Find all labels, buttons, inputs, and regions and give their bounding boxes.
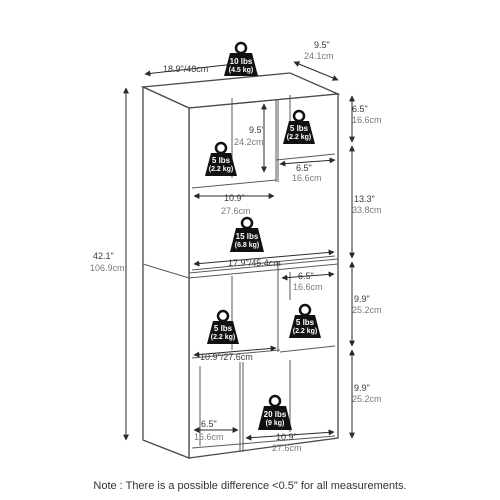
weight-upper-left-kg: (2.2 kg) <box>209 166 234 173</box>
left-width-in-label: 10.9" <box>224 193 245 203</box>
depth-in-label: 9.5" <box>314 40 330 50</box>
weight-lower-right-kg: (2.2 kg) <box>293 328 318 335</box>
lower-right-w-in-label: 6.5" <box>298 271 314 281</box>
lower-height-in-label: 9.9" <box>354 294 370 304</box>
inner-height-cm-label: 24.2cm <box>234 137 264 147</box>
right-top-w-cm-label: 16.6cm <box>292 173 322 183</box>
weight-bottom-lbs: 20 lbs <box>264 410 287 419</box>
weight-middle-kg: (6.8 kg) <box>235 242 260 249</box>
right-top-w-in-label: 6.5" <box>296 163 312 173</box>
mid-height-in-label: 13.3" <box>354 194 375 204</box>
weight-lower-right-lbs: 5 lbs <box>296 318 315 327</box>
height-in-label: 42.1" <box>93 251 114 261</box>
mid-height-cm-label: 33.8cm <box>352 205 382 215</box>
lower-left-w-label: 10.9"/27.6cm <box>200 352 253 362</box>
weight-bottom-kg: (9 kg) <box>266 420 285 427</box>
lower-height-cm-label: 25.2cm <box>352 305 382 315</box>
weight-middle-lbs: 15 lbs <box>236 232 259 241</box>
depth-cm-label: 24.1cm <box>304 51 334 61</box>
dimension-lines <box>123 60 355 441</box>
weight-lower-left-lbs: 5 lbs <box>214 324 233 333</box>
lower-right-w-cm-label: 16.6cm <box>293 282 323 292</box>
left-side <box>142 85 190 459</box>
weight-top-kg: (4.5 kg) <box>229 67 254 74</box>
weight-icon-upper-left: 5 lbs (2.2 kg) <box>205 141 237 176</box>
bookcase <box>140 72 341 459</box>
bottom-right-w-cm-label: 27.6cm <box>272 443 302 453</box>
side-division-line <box>142 263 190 279</box>
weight-icon-middle: 15 lbs (6.8 kg) <box>230 216 264 252</box>
shelf-lower-right <box>279 345 336 353</box>
weight-icon-bottom: 20 lbs (9 kg) <box>258 394 292 430</box>
bottom-height-cm-label: 25.2cm <box>352 394 382 404</box>
weight-icon-upper-right: 5 lbs (2.2 kg) <box>283 109 315 144</box>
inner-height-in-label: 9.5" <box>249 125 265 135</box>
weight-lower-left-kg: (2.2 kg) <box>211 334 236 341</box>
bottom-right-w-in-label: 10.9" <box>276 432 297 442</box>
right-top-h-cm-label: 16.6cm <box>352 115 382 125</box>
bottom-height-in-label: 9.9" <box>354 383 370 393</box>
weight-icon-lower-right: 5 lbs (2.2 kg) <box>289 303 321 338</box>
left-width-cm-label: 27.6cm <box>221 206 251 216</box>
weight-top-lbs: 10 lbs <box>230 57 253 66</box>
bottom-left-w-in-label: 6.5" <box>201 419 217 429</box>
weight-icon-lower-left: 5 lbs (2.2 kg) <box>207 309 239 344</box>
mid-width-label: 17.9"/45.4cm <box>228 258 281 268</box>
height-cm-label: 106.9cm <box>90 263 125 273</box>
weight-upper-left-lbs: 5 lbs <box>212 156 231 165</box>
right-top-h-in-label: 6.5" <box>352 104 368 114</box>
dimension-labels: 18.9"/48cm 9.5" 24.1cm 42.1" 106.9cm 9.5… <box>90 40 382 453</box>
top-width-label: 18.9"/48cm <box>163 64 208 74</box>
shelf-upper-left <box>191 179 277 189</box>
weight-upper-right-kg: (2.2 kg) <box>287 134 312 141</box>
weight-icon-top: 10 lbs (4.5 kg) <box>224 41 258 76</box>
bottom-left-w-cm-label: 16.6cm <box>194 432 224 442</box>
weight-upper-right-lbs: 5 lbs <box>290 124 309 133</box>
measurement-note: Note : There is a possible difference <0… <box>93 480 406 492</box>
